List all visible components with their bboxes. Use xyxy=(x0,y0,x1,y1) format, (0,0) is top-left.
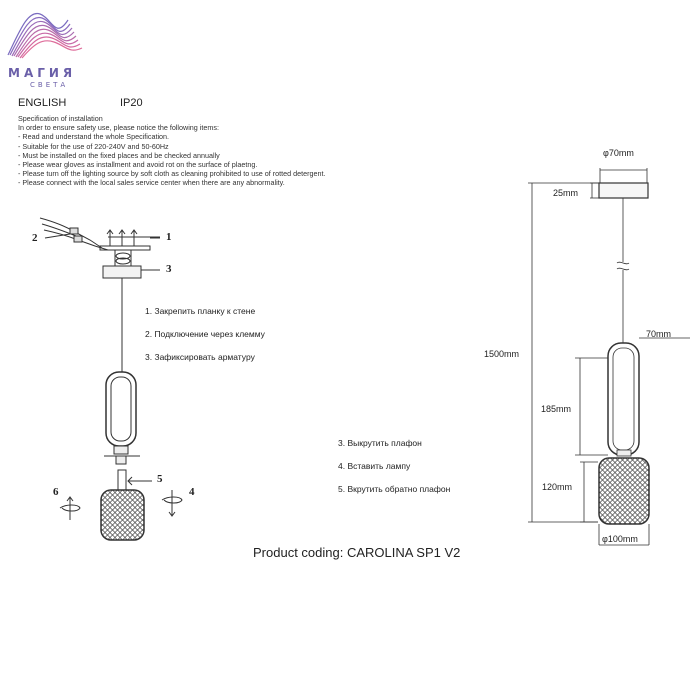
install-step-1: 1. Закрепить планку к стене xyxy=(145,306,256,316)
spec-line: - Suitable for the use of 220-240V and 5… xyxy=(18,141,169,151)
canopy-diameter-label: φ70mm xyxy=(603,148,634,158)
lamp-step-4: 4. Вставить лампу xyxy=(338,461,411,471)
specification-block: Specification of installation In order t… xyxy=(18,114,326,188)
install-step-3: 3. Зафиксировать арматуру xyxy=(145,352,255,362)
callout-4: 4 xyxy=(189,486,195,498)
callout-1: 1 xyxy=(166,231,172,243)
spec-line: Specification of installation xyxy=(18,114,103,123)
install-step-2: 2. Подключение через клемму xyxy=(145,329,265,339)
spec-line: In order to ensure safety use, please no… xyxy=(18,123,219,133)
shade-height-label: 120mm xyxy=(542,482,573,492)
brand-name: МАГИЯ xyxy=(8,66,77,80)
callout-5: 5 xyxy=(157,473,163,485)
callout-6: 6 xyxy=(53,486,59,498)
frame-height-label: 185mm xyxy=(541,404,572,414)
callout-2: 2 xyxy=(32,232,38,244)
lamp-step-3: 3. Выкрутить плафон xyxy=(338,438,422,448)
lamp-step-5: 5. Вкрутить обратно плафон xyxy=(338,484,451,494)
spec-line: - Please turn off the lighting source by… xyxy=(18,169,326,179)
callout-3: 3 xyxy=(166,263,172,275)
spec-line: - Must be installed on the fixed places … xyxy=(18,150,220,160)
canopy-height-label: 25mm xyxy=(553,188,579,198)
total-length-label: 1500mm xyxy=(484,349,520,359)
product-coding: Product coding: CAROLINA SP1 V2 xyxy=(253,545,461,560)
ip-rating: IP20 xyxy=(120,97,143,109)
spec-line: - Please wear gloves as installment and … xyxy=(18,160,258,170)
language-label: ENGLISH xyxy=(18,97,67,109)
brand-tagline: СВЕТА xyxy=(30,81,69,89)
spec-line: - Please connect with the local sales se… xyxy=(18,178,285,188)
spec-line: - Read and understand the whole Specific… xyxy=(18,132,170,142)
frame-width-label: 70mm xyxy=(646,329,672,339)
shade-diameter-label: φ100mm xyxy=(602,534,638,544)
